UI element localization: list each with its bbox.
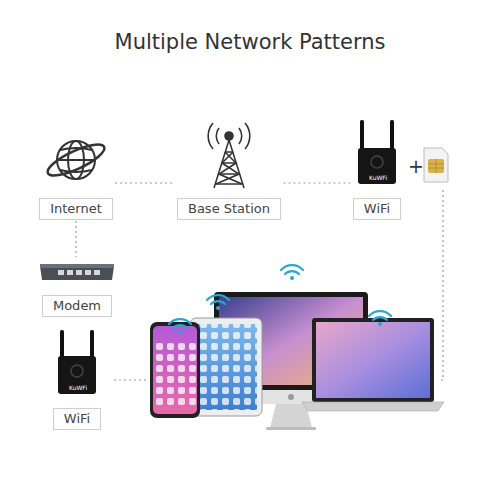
node-label: Modem <box>42 295 112 317</box>
router-icon <box>58 330 96 394</box>
network-node: WiFi <box>352 118 403 220</box>
globe-icon <box>44 139 108 182</box>
tower-icon <box>208 123 250 188</box>
network-node: WiFi <box>52 325 103 430</box>
wifi-symbol <box>281 265 303 280</box>
wifi-symbol <box>369 311 391 326</box>
dotted-link <box>114 379 148 380</box>
dotted-connector <box>284 182 351 183</box>
node-label: WiFi <box>353 198 401 220</box>
network-node: Modem <box>41 258 114 317</box>
title: Multiple Network Patterns <box>0 30 500 54</box>
modem-icon <box>40 264 114 280</box>
network-node: Internet <box>38 140 114 220</box>
node-label: WiFi <box>53 408 101 430</box>
dotted-link <box>438 190 443 380</box>
brand-logo: KuWFi <box>69 385 87 391</box>
sim-card <box>424 148 448 182</box>
router-icon <box>358 120 396 184</box>
dotted-connector <box>115 182 175 183</box>
node-label: Base Station <box>177 198 281 220</box>
network-node: Base Station <box>176 122 283 220</box>
wifi-symbol <box>207 295 229 310</box>
phone <box>150 322 200 418</box>
tablet <box>190 318 262 416</box>
plus-sign: + <box>408 157 424 176</box>
laptop <box>302 318 444 411</box>
dotted-connector <box>75 221 76 257</box>
wifi-symbol <box>169 319 191 334</box>
node-label: Internet <box>39 198 113 220</box>
brand-logo: KuWFi <box>369 175 387 181</box>
